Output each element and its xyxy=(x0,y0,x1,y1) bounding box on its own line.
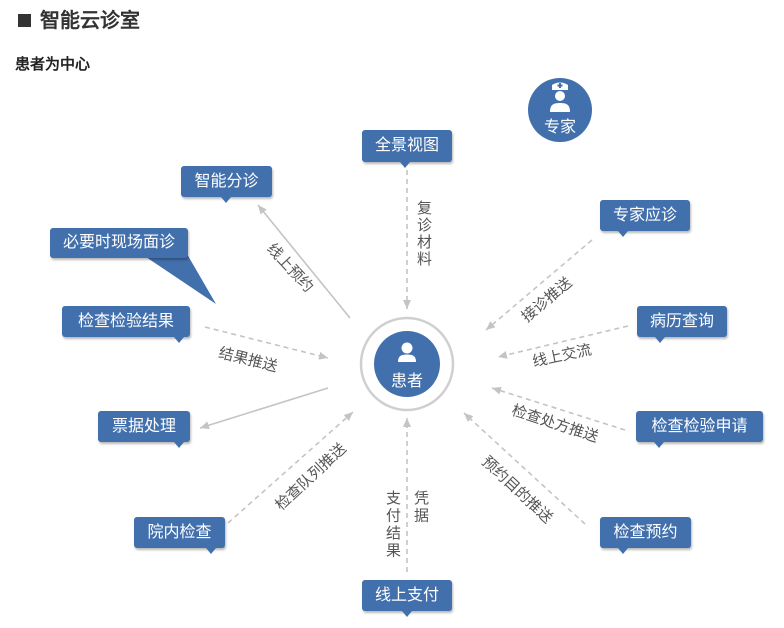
node-triage: 智能分诊 xyxy=(181,166,272,203)
square-bullet-icon xyxy=(18,14,31,27)
patient-hub: 患者 xyxy=(359,316,455,412)
edge-label-payment-result: 支付结果 xyxy=(384,490,401,560)
node-expert-consult: 专家应诊 xyxy=(600,200,690,237)
edge-label-revisit-materials: 复诊材料 xyxy=(415,200,432,268)
onsite-callout-pointer xyxy=(146,254,216,304)
node-inhospital-exam: 院内检查 xyxy=(134,517,225,554)
node-billing: 票据处理 xyxy=(98,411,190,448)
connector-queue-push xyxy=(227,411,354,524)
connector-online-chat xyxy=(497,325,629,359)
expert-badge: 专家 xyxy=(528,78,592,142)
node-panorama: 全景视图 xyxy=(362,130,452,168)
connector-online-booking xyxy=(257,204,351,319)
page-subtitle: 患者为中心 xyxy=(15,56,91,73)
node-onsite-consult: 必要时现场面诊 xyxy=(50,228,188,258)
page-title: 智能云诊室 xyxy=(40,10,140,32)
node-exam-request: 检查检验申请 xyxy=(636,411,763,448)
connector-billing xyxy=(199,387,329,430)
connector-purpose-push xyxy=(463,412,586,525)
doctor-icon xyxy=(550,82,570,112)
node-exam-results: 检查检验结果 xyxy=(62,306,190,343)
expert-label: 专家 xyxy=(544,118,576,136)
node-exam-booking: 检查预约 xyxy=(600,517,691,554)
node-records-query: 病历查询 xyxy=(637,306,727,343)
node-online-payment: 线上支付 xyxy=(362,580,452,617)
patient-label: 患者 xyxy=(391,372,423,390)
patient-circle xyxy=(374,331,440,397)
edge-label-voucher: 凭据 xyxy=(412,490,429,525)
patient-icon xyxy=(398,342,416,362)
connector-result-push xyxy=(204,326,329,360)
